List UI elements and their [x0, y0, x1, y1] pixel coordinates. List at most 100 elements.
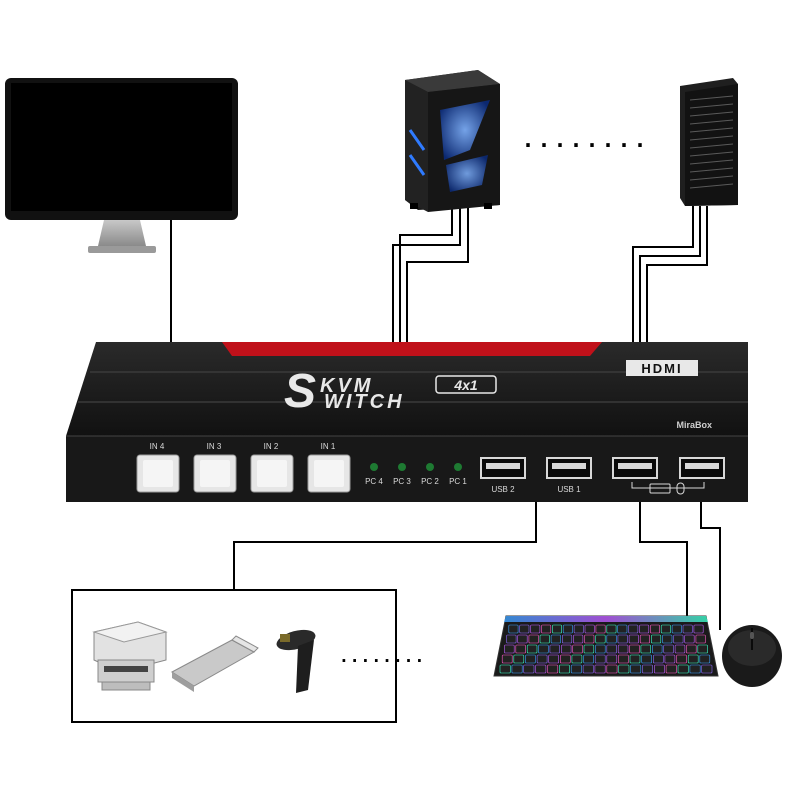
- keyboard-key: [501, 654, 513, 664]
- keyboard-key: [528, 634, 539, 644]
- keyboard-key: [664, 654, 676, 664]
- kvm-ports-badge: 4x1: [453, 377, 478, 393]
- keyboard-key: [560, 644, 572, 654]
- in4-label: IN 4: [150, 442, 165, 451]
- keyboard-key: [552, 624, 563, 634]
- usb2-label: USB 2: [491, 485, 515, 494]
- in2-label: IN 2: [264, 442, 279, 451]
- usb-flash-drive-icon: [171, 635, 259, 692]
- keyboard-key: [582, 664, 594, 674]
- keyboard-key: [660, 624, 671, 634]
- keyboard-key: [541, 624, 552, 634]
- keyboard-key: [584, 634, 595, 644]
- hdmi-label: HDMI: [641, 361, 682, 376]
- keyboard-key: [617, 624, 628, 634]
- keyboard-key: [530, 624, 541, 634]
- kvm-red-accent: [222, 342, 602, 356]
- keyboard-key: [618, 654, 629, 664]
- keyboard-key: [535, 664, 547, 674]
- more-computers-dots: ........: [523, 114, 651, 155]
- keyboard-key: [606, 664, 618, 674]
- keyboard-key: [519, 624, 530, 634]
- keyboard-key: [573, 624, 584, 634]
- keyboard-key: [594, 654, 606, 664]
- keyboard-key: [639, 634, 651, 644]
- keyboard-key: [511, 664, 523, 674]
- keyboard-key: [508, 624, 519, 634]
- keyboard-key: [517, 634, 528, 644]
- keyboard-key: [536, 654, 548, 664]
- keyboard-key: [686, 644, 697, 654]
- keyboard-key: [583, 654, 594, 664]
- keyboard-key: [650, 634, 662, 644]
- server-rack: [680, 78, 738, 206]
- keyboard-key: [676, 654, 687, 664]
- pc1-label: PC 1: [449, 477, 467, 486]
- pc3-label: PC 3: [393, 477, 411, 486]
- keyboard-key: [650, 624, 661, 634]
- keyboard-key: [629, 654, 641, 664]
- usb1-label: USB 1: [557, 485, 581, 494]
- keyboard-key: [573, 634, 584, 644]
- keyboard-keys: [499, 624, 713, 674]
- keyboard-key: [572, 644, 583, 654]
- keyboard-key: [526, 644, 538, 654]
- usb2-port[interactable]: [480, 457, 526, 479]
- pc2-led: [426, 463, 434, 471]
- keyboard-key: [523, 664, 535, 674]
- keyboard-key: [628, 624, 639, 634]
- keyboard-key: [674, 644, 686, 654]
- mouse-icon: [676, 482, 685, 495]
- keyboard-key: [617, 634, 628, 644]
- keyboard-key: [550, 634, 561, 644]
- pc4-label: PC 4: [365, 477, 383, 486]
- keyboard-key: [687, 654, 699, 664]
- keyboard-key: [594, 664, 606, 674]
- brand-label: MiraBox: [676, 420, 712, 430]
- in3-label: IN 3: [207, 442, 222, 451]
- keyboard-key: [559, 654, 571, 664]
- keyboard-key: [697, 644, 708, 654]
- keyboard-key: [629, 644, 640, 654]
- keyboard-key: [504, 644, 515, 654]
- keyboard-key: [515, 644, 526, 654]
- keyboard-key: [584, 624, 595, 634]
- keyboard-key: [641, 654, 653, 664]
- keyboard-key: [571, 654, 583, 664]
- keyboard-key: [689, 664, 701, 674]
- in1-label: IN 1: [321, 442, 336, 451]
- keyboard-key: [548, 654, 560, 664]
- kvm-switch: S KVM WITCH 4x1 HDMI MiraBox IN 4 IN 3 I…: [66, 342, 748, 502]
- more-devices-dots: ........: [340, 637, 426, 668]
- keyboard-usb-port[interactable]: [612, 457, 658, 479]
- keyboard-key: [684, 634, 695, 644]
- keyboard-key: [606, 634, 617, 644]
- keyboard-key: [606, 654, 618, 664]
- keyboard-key: [538, 644, 549, 654]
- kvm-logo: S KVM WITCH 4x1: [284, 365, 497, 418]
- keyboard-key: [583, 644, 595, 654]
- keyboard-key: [570, 664, 582, 674]
- usb1-port[interactable]: [546, 457, 592, 479]
- keyboard-key: [673, 634, 684, 644]
- keyboard-key: [606, 644, 617, 654]
- keyboard-key: [549, 644, 561, 654]
- keyboard-key: [562, 624, 573, 634]
- keyboard-key: [595, 624, 606, 634]
- keyboard-key: [561, 634, 573, 644]
- printer-icon: [92, 621, 168, 691]
- keyboard-key: [640, 644, 652, 654]
- monitor-screen: [11, 83, 232, 211]
- kvm-logo-big-s: S: [284, 365, 316, 418]
- kvm-logo-line2: WITCH: [324, 391, 405, 413]
- mouse-usb-port[interactable]: [679, 457, 725, 479]
- keyboard-key: [606, 624, 617, 634]
- keyboard-key: [642, 664, 654, 674]
- usb-peripherals-box: ........: [71, 589, 426, 723]
- pc3-led: [398, 463, 406, 471]
- monitor-stand-base: [88, 246, 156, 253]
- keyboard-key: [628, 634, 639, 644]
- keyboard-key: [639, 624, 650, 634]
- keyboard-key: [499, 664, 511, 674]
- keyboard-key: [677, 664, 689, 674]
